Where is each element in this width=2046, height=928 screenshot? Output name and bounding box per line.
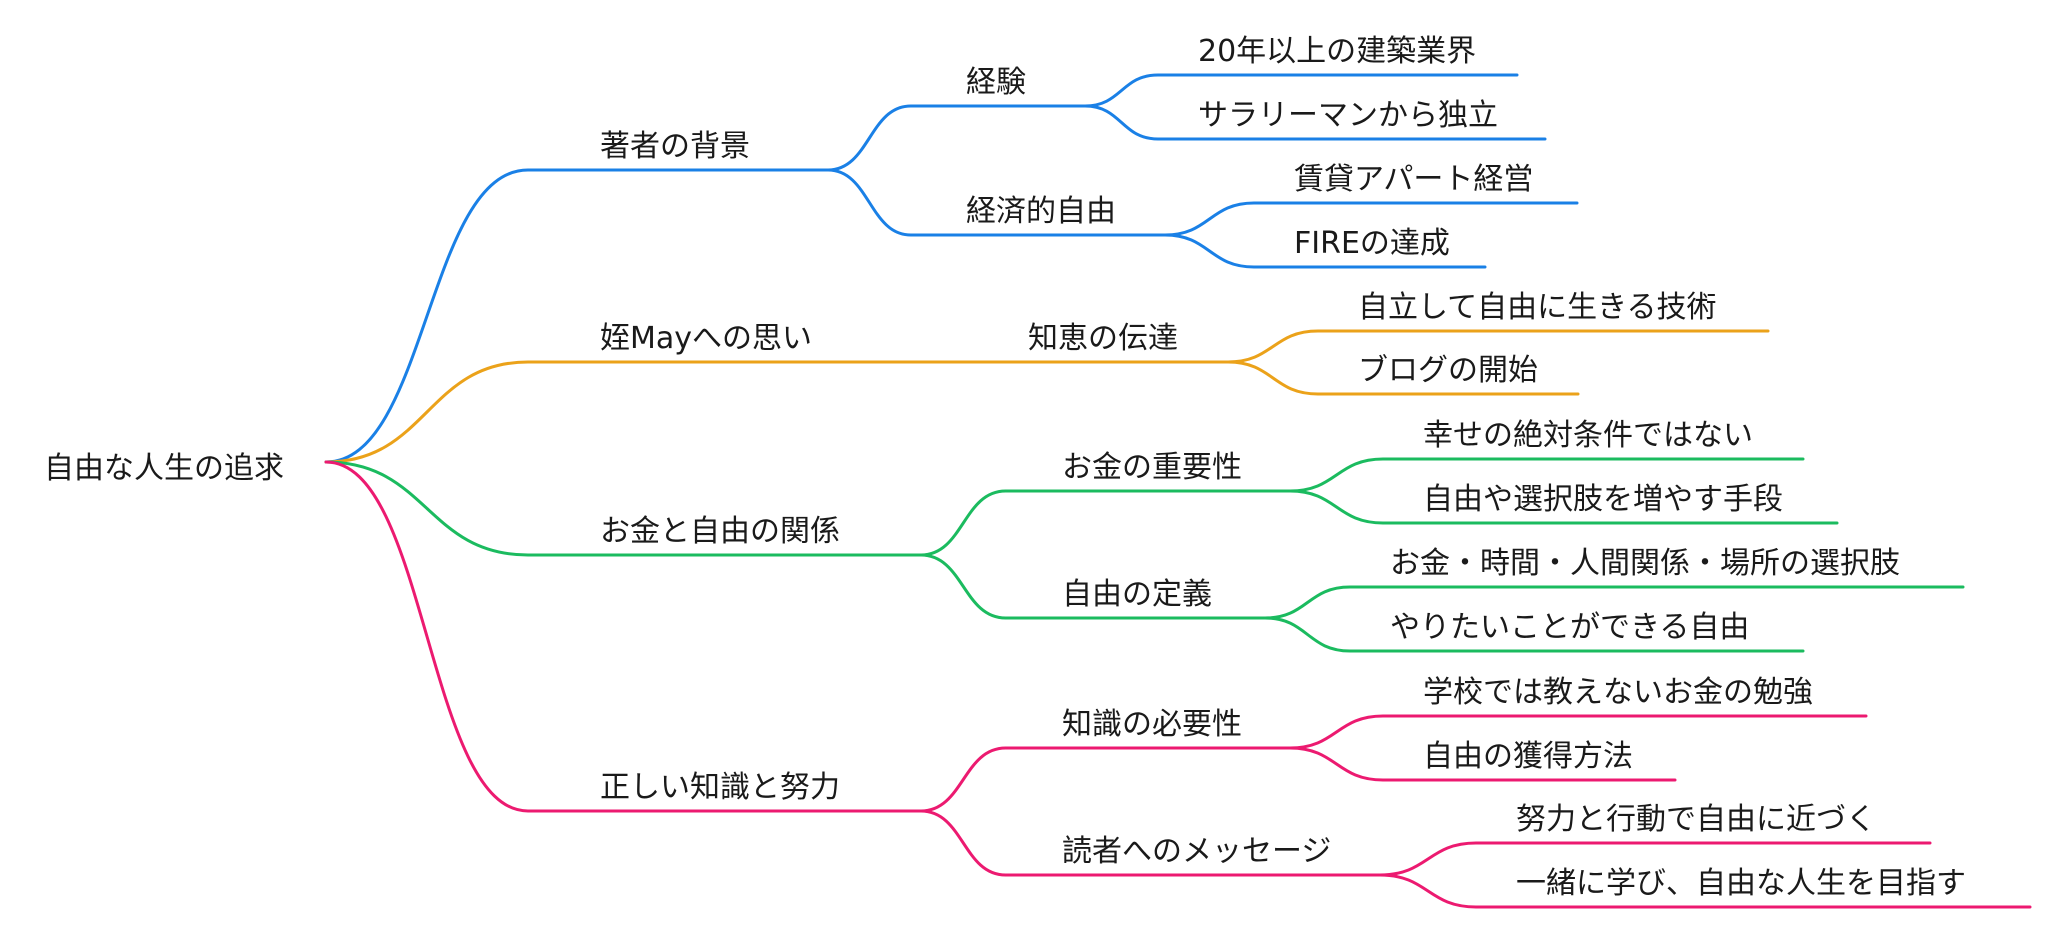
subtopic-edge bbox=[919, 746, 1292, 813]
subtopic-edge bbox=[919, 489, 1292, 557]
leaf-edge bbox=[1378, 841, 1932, 877]
branch-edge bbox=[324, 360, 1230, 464]
branch-edge bbox=[324, 460, 923, 557]
branch-label: 正しい知識と努力 bbox=[600, 770, 840, 805]
leaf-edge bbox=[1288, 714, 1868, 750]
leaf-label: サラリーマンから独立 bbox=[1198, 98, 1498, 133]
leaf-label: 自由の獲得方法 bbox=[1423, 739, 1633, 774]
root-node-label: 自由な人生の追求 bbox=[44, 451, 284, 486]
subtopic-edge bbox=[919, 809, 1382, 877]
mindmap-labels: 自由な人生の追求 著者の背景 経験 20年以上の建築業界サラリーマンから独立経済的自… bbox=[44, 34, 1966, 901]
subtopic-label: 自由の定義 bbox=[1062, 577, 1212, 612]
subtopic-label: 経験 bbox=[966, 65, 1026, 100]
branch-label: 著者の背景 bbox=[600, 129, 750, 164]
branch-label: お金と自由の関係 bbox=[600, 514, 840, 549]
branch-label: 姪Mayへの思い bbox=[600, 321, 812, 356]
subtopic-edge bbox=[826, 168, 1167, 237]
leaf-label: やりたいことができる自由 bbox=[1390, 610, 1749, 645]
leaf-label: ブログの開始 bbox=[1358, 353, 1538, 388]
leaf-edge bbox=[1263, 616, 1805, 653]
subtopic-edge bbox=[826, 104, 1087, 172]
leaf-edge bbox=[1288, 746, 1677, 782]
leaf-label: 賃貸アパート経営 bbox=[1294, 162, 1533, 197]
mindmap-edges bbox=[324, 73, 2032, 909]
leaf-label: FIREの達成 bbox=[1294, 226, 1450, 261]
leaf-label: 一緒に学び、自由な人生を目指す bbox=[1516, 866, 1966, 901]
subtopic-label: 知識の必要性 bbox=[1062, 707, 1242, 742]
leaf-edge bbox=[1263, 585, 1965, 620]
leaf-edge bbox=[1226, 329, 1770, 364]
subtopic-edge bbox=[919, 553, 1267, 620]
leaf-label: 幸せの絶対条件ではない bbox=[1423, 418, 1753, 453]
leaf-label: 努力と行動で自由に近づく bbox=[1516, 802, 1876, 837]
leaf-label: 自立して自由に生きる技術 bbox=[1358, 290, 1717, 325]
leaf-label: 自由や選択肢を増やす手段 bbox=[1423, 482, 1783, 517]
leaf-label: 20年以上の建築業界 bbox=[1198, 34, 1476, 69]
leaf-label: お金・時間・人間関係・場所の選択肢 bbox=[1390, 546, 1900, 581]
branch-edge bbox=[324, 460, 923, 813]
subtopic-label: お金の重要性 bbox=[1062, 450, 1242, 485]
leaf-edge bbox=[1226, 360, 1580, 396]
leaf-edge bbox=[1163, 201, 1579, 237]
leaf-edge bbox=[1378, 873, 2032, 909]
leaf-edge bbox=[1163, 233, 1487, 269]
leaf-edge bbox=[1083, 104, 1547, 141]
subtopic-label: 知恵の伝達 bbox=[1028, 321, 1178, 356]
branch-edge bbox=[324, 168, 830, 464]
leaf-edge bbox=[1083, 73, 1519, 108]
subtopic-label: 経済的自由 bbox=[966, 194, 1116, 229]
leaf-edge bbox=[1288, 489, 1839, 525]
leaf-edge bbox=[1288, 457, 1805, 493]
subtopic-label: 読者へのメッセージ bbox=[1062, 834, 1331, 869]
leaf-label: 学校では教えないお金の勉強 bbox=[1423, 675, 1813, 710]
